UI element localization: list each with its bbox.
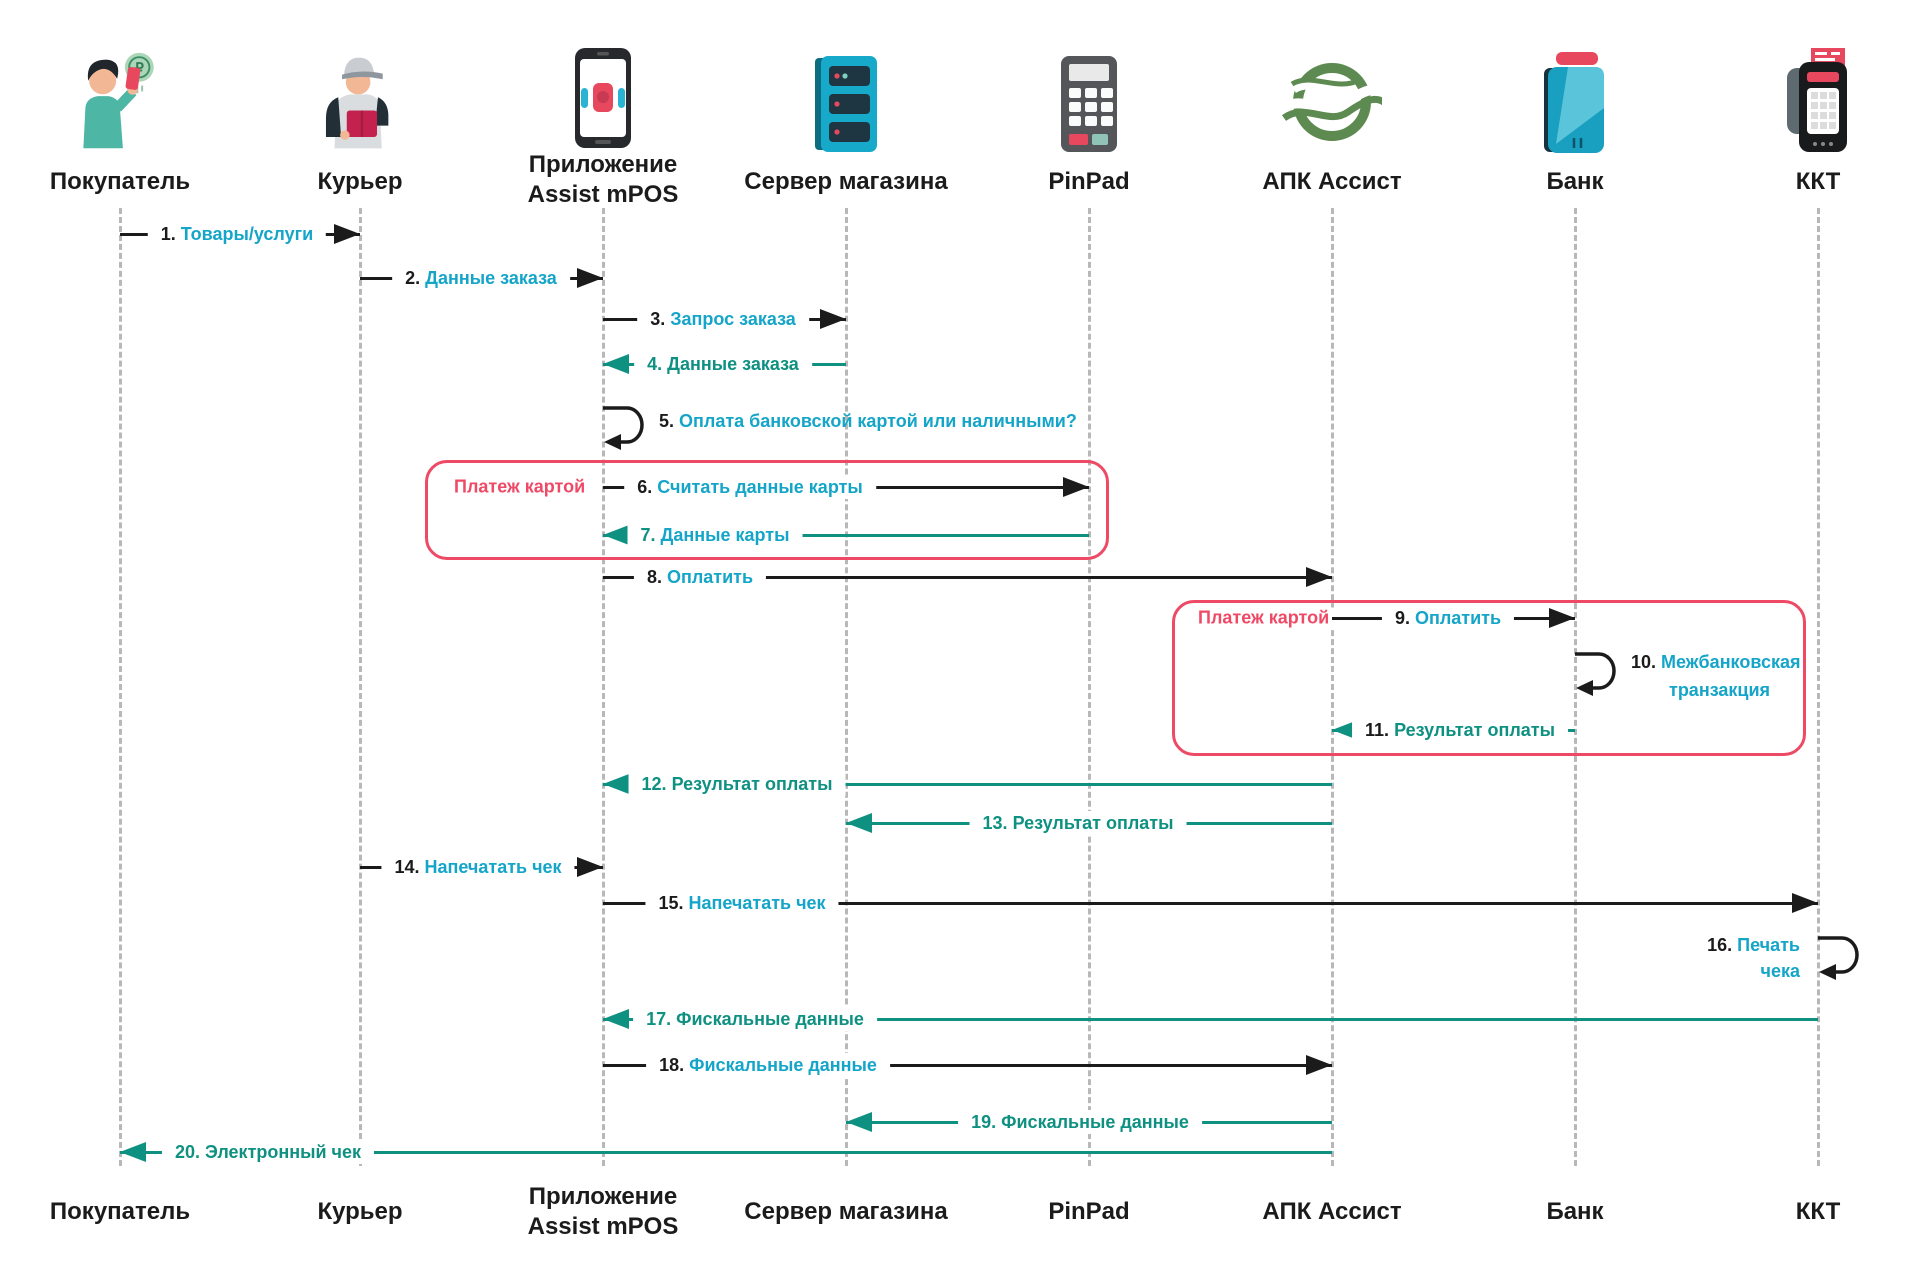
actor-assist: АПК Ассист bbox=[1212, 42, 1452, 210]
message-arrowhead bbox=[603, 774, 629, 794]
message-label: 11. Результат оплаты bbox=[1352, 718, 1568, 742]
lifeline-bank bbox=[1573, 208, 1577, 1166]
mpos-app-icon bbox=[573, 42, 633, 150]
actor-courier: Курьер bbox=[240, 42, 480, 210]
actor-label: ККТ bbox=[1795, 168, 1841, 195]
frame-label: Платеж картой bbox=[448, 476, 592, 498]
message-label: 5. Оплата банковской картой или наличным… bbox=[659, 411, 1077, 431]
lifeline-pinpad bbox=[1087, 208, 1091, 1166]
message-arrowhead bbox=[1549, 608, 1575, 628]
actor-kkt-footer: ККТ bbox=[1795, 1198, 1841, 1225]
lifeline-kkt bbox=[1816, 208, 1820, 1166]
message-arrowhead bbox=[1792, 893, 1818, 913]
message-label: 17. Фискальные данные bbox=[633, 1007, 877, 1031]
message-label: 2. Данные заказа bbox=[392, 266, 570, 290]
actor-shop-server-footer: Сервер магазина bbox=[744, 1198, 948, 1225]
lifeline-server bbox=[844, 208, 848, 1166]
actor-label: АПК Ассист bbox=[1262, 168, 1402, 195]
actor-assist-footer: АПК Ассист bbox=[1262, 1198, 1402, 1225]
message-label: 19. Фискальные данные bbox=[958, 1110, 1202, 1134]
message-line bbox=[603, 901, 1818, 905]
actor-pinpad: PinPad bbox=[969, 42, 1209, 210]
sequence-frame bbox=[1172, 600, 1806, 756]
message-label: 15. Напечатать чек bbox=[645, 891, 839, 915]
actor-kkt: ККТ bbox=[1698, 42, 1920, 210]
message-arrowhead bbox=[1306, 1055, 1332, 1075]
message-arrowhead bbox=[603, 1009, 629, 1029]
pinpad-icon bbox=[1060, 42, 1118, 154]
self-message-loop bbox=[1573, 650, 1635, 702]
message-label: 7. Данные карты bbox=[627, 523, 803, 547]
message-label: 3. Запрос заказа bbox=[637, 307, 809, 331]
lifeline-assist bbox=[1330, 208, 1334, 1166]
message-line bbox=[603, 533, 1089, 537]
message-arrowhead bbox=[846, 813, 872, 833]
message-arrowhead bbox=[1063, 477, 1089, 497]
message-label: 1. Товары/услуги bbox=[147, 222, 327, 246]
message-label: 13. Результат оплаты bbox=[969, 811, 1187, 835]
self-message-loop bbox=[601, 404, 663, 456]
actor-label: Покупатель bbox=[49, 168, 191, 195]
self-message-loop bbox=[1816, 934, 1878, 986]
cash-register-icon bbox=[1781, 42, 1855, 154]
sequence-frame bbox=[425, 460, 1109, 560]
frame-label: Платеж картой bbox=[1192, 607, 1336, 629]
message-arrowhead bbox=[603, 525, 629, 545]
message-line bbox=[120, 1150, 1332, 1154]
actor-buyer-footer: Покупатель bbox=[49, 1198, 191, 1225]
lifeline-buyer bbox=[118, 208, 122, 1166]
actor-shop-server: Сервер магазина bbox=[726, 42, 966, 210]
message-arrowhead bbox=[820, 309, 846, 329]
message-arrowhead bbox=[577, 268, 603, 288]
actor-courier-footer: Курьер bbox=[317, 1198, 403, 1225]
actor-label: Курьер bbox=[317, 168, 403, 195]
actor-pinpad-footer: PinPad bbox=[1048, 1198, 1130, 1225]
courier-icon bbox=[312, 42, 408, 154]
message-line bbox=[603, 1063, 1332, 1067]
message-arrowhead bbox=[334, 224, 360, 244]
actor-bank: Банк bbox=[1455, 42, 1695, 210]
message-arrowhead bbox=[603, 354, 629, 374]
message-line bbox=[603, 1017, 1818, 1021]
message-label: 4. Данные заказа bbox=[634, 352, 812, 376]
message-label: 20. Электронный чек bbox=[161, 1140, 375, 1164]
message-label: 8. Оплатить bbox=[633, 565, 767, 589]
message-label: 6. Считать данные карты bbox=[624, 475, 876, 499]
actor-buyer: ₽ Покупатель bbox=[0, 42, 240, 210]
message-line bbox=[603, 575, 1332, 579]
actor-label: Банк bbox=[1546, 168, 1604, 195]
message-arrowhead bbox=[846, 1112, 872, 1132]
message-label: 14. Напечатать чек bbox=[381, 855, 575, 879]
message-line bbox=[603, 782, 1332, 786]
assist-logo-icon bbox=[1282, 42, 1382, 154]
actor-label: PinPad bbox=[1048, 168, 1130, 195]
shop-server-icon bbox=[813, 42, 879, 154]
message-label: 18. Фискальные данные bbox=[646, 1053, 890, 1077]
message-arrowhead bbox=[1332, 720, 1358, 740]
bank-card-icon bbox=[1540, 42, 1610, 154]
lifeline-mpos bbox=[601, 208, 605, 1166]
message-arrowhead bbox=[1306, 567, 1332, 587]
message-arrowhead bbox=[120, 1142, 146, 1162]
message-label: 9. Оплатить bbox=[1381, 606, 1515, 630]
message-arrowhead bbox=[577, 857, 603, 877]
lifeline-courier bbox=[358, 208, 362, 1166]
actor-label: Сервер магазина bbox=[744, 168, 948, 195]
buyer-icon: ₽ bbox=[70, 42, 170, 154]
message-label: 12. Результат оплаты bbox=[628, 772, 846, 796]
actor-bank-footer: Банк bbox=[1546, 1198, 1604, 1225]
